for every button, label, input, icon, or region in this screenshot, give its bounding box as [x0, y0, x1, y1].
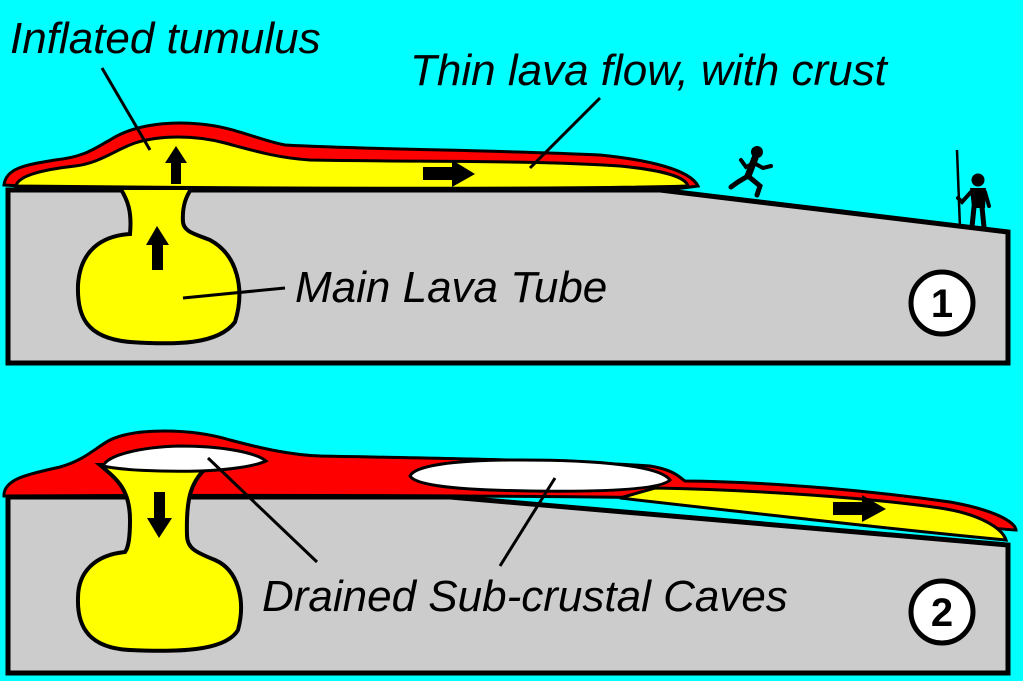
label-inflated-tumulus: Inflated tumulus: [10, 14, 321, 63]
residual-lava-flow: [619, 486, 1009, 542]
running-person-icon: [728, 146, 773, 198]
step-badge-2: [908, 578, 976, 646]
leader-line-cave-left: [206, 456, 319, 564]
step-number-1: 1: [931, 282, 953, 326]
panel-1: 1 Inflated tumulus Thin lava flow, with …: [2, 14, 1011, 366]
ground-rock-1: [5, 187, 1011, 366]
standing-person-icon: [955, 149, 991, 230]
leader-line-tumulus: [100, 67, 152, 151]
arrow-right-icon: [833, 495, 886, 522]
label-main-lava-tube: Main Lava Tube: [295, 263, 607, 312]
panel-2: 2 Drained Sub-crustal Caves: [2, 429, 1018, 676]
thin-lava-flow: [14, 135, 691, 190]
arrow-up-icon: [165, 146, 187, 184]
arrow-right-icon: [423, 160, 475, 187]
step-badge-1: [908, 269, 976, 337]
drained-cave-left: [100, 444, 269, 473]
arrow-up-icon: [146, 226, 169, 270]
label-thin-lava-flow: Thin lava flow, with crust: [410, 46, 889, 95]
label-drained-caves: Drained Sub-crustal Caves: [262, 572, 788, 621]
drained-lava-tube: [75, 463, 243, 653]
arrow-down-icon: [147, 492, 172, 538]
leader-line-main-tube: [182, 286, 286, 300]
step-number-2: 2: [931, 591, 953, 635]
leader-line-thin-flow: [528, 96, 602, 170]
leader-line-cave-right: [498, 477, 557, 567]
drained-cave-right: [408, 458, 672, 493]
